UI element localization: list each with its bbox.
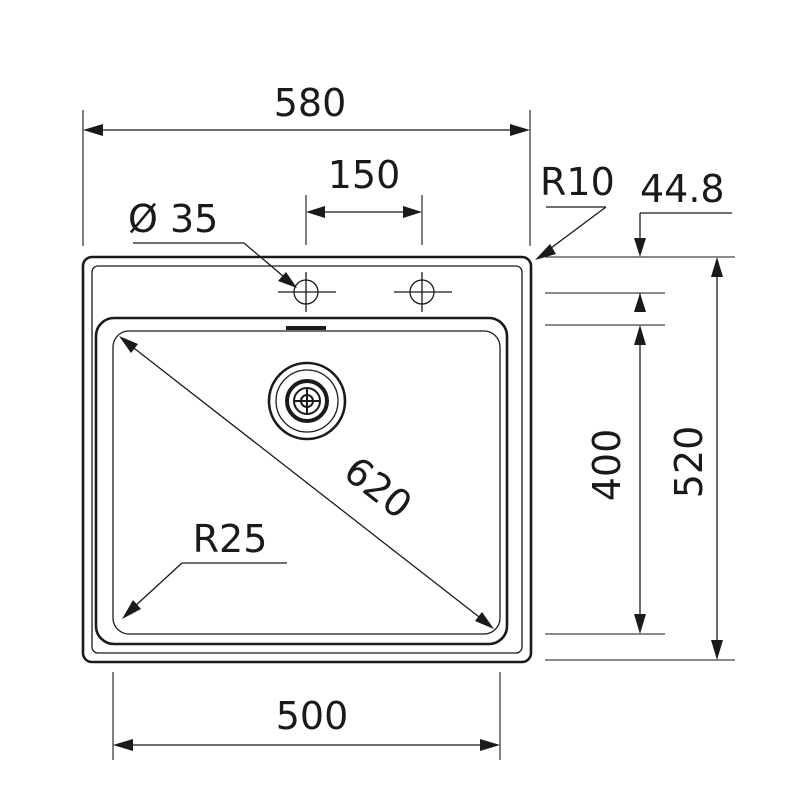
dim-bowl-depth-label: 400 (585, 429, 629, 502)
bowl-inner-edge (112, 330, 501, 635)
dim-tap-diameter: Ø 35 (128, 197, 297, 288)
dim-corner-radius-label: R10 (540, 160, 615, 204)
dim-tap-diameter-label: Ø 35 (128, 197, 218, 241)
dim-bowl-width: 500 (112, 672, 501, 760)
dim-tap-spacing: 150 (305, 153, 423, 245)
dim-overall-depth: 520 (545, 256, 735, 661)
dim-rim-offset-label: 44.8 (640, 167, 725, 211)
sink-inner-rim (91, 265, 523, 654)
dim-overall-width-label: 580 (274, 81, 347, 125)
dim-rim-offset: 44.8 (545, 167, 732, 326)
tap-hole-left (278, 272, 336, 312)
bowl-outer-edge (94, 316, 509, 646)
tap-hole-right (394, 272, 452, 312)
sink-body (81, 255, 533, 664)
dim-overall-depth-label: 520 (667, 426, 711, 499)
drain-waste (267, 361, 347, 441)
dim-bowl-corner-radius-label: R25 (193, 517, 268, 561)
sink-outer-rim (81, 255, 533, 664)
dim-bowl-corner-radius: R25 (122, 517, 287, 619)
dim-bowl-width-label: 500 (276, 694, 349, 738)
dim-overall-width: 580 (82, 81, 531, 246)
dim-corner-radius: R10 (535, 160, 615, 260)
dim-bowl-depth: 400 (545, 325, 665, 635)
dim-tap-spacing-label: 150 (328, 153, 401, 197)
